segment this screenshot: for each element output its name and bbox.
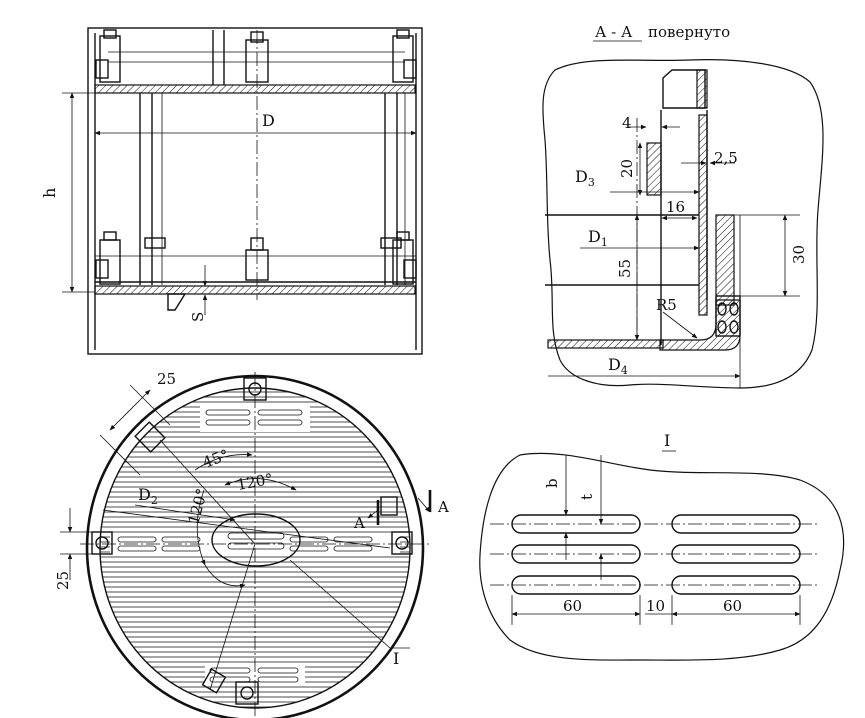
plan-view: 25 25 45° 120° 120° D2 A A I [54,370,449,718]
dim-30: 30 [790,245,808,264]
dim-55: 55 [616,259,634,278]
dim-20: 20 [618,159,636,178]
wall-outer [715,214,735,306]
label-b: b [543,478,561,488]
wall-inner [698,114,708,316]
detail-view: I b t 60 10 60 [479,431,845,661]
top-flange [94,84,416,94]
dim-16: 16 [666,198,685,216]
dim-60-right: 60 [723,597,742,615]
label-D3: D3 [575,167,595,189]
housing-outline [87,27,423,355]
label-D2: D2 [138,485,158,507]
clamp-top-left [99,35,121,83]
radius-R5: R5 [656,296,677,314]
section-title-mark: А - А [595,23,633,41]
dim-4: 4 [622,114,632,132]
clamp-top [243,377,267,401]
detail-boundary [479,452,845,661]
angle-120a: 120° [236,470,275,494]
dim-25-top: 25 [157,370,176,388]
mark-A-right: A [437,498,449,516]
detail-ref-I: I [393,649,399,668]
section-boundary [542,59,824,389]
mark-A-left: A [353,514,365,532]
detail-title: I [664,431,670,450]
detail-I-callout [211,513,301,567]
dim-60-left: 60 [563,597,582,615]
angle-120b: 120° [184,486,211,526]
clamp-left [91,531,113,555]
label-D: D [262,111,275,130]
section-view: А - А повернуто 4 2,5 20 D3 16 [542,23,824,389]
ring-20 [646,142,662,196]
label-S: S [189,312,207,322]
angle-45: 45° [200,446,231,472]
clamp-top-right [392,35,414,83]
clamp-right [391,531,413,555]
label-t: t [578,494,596,500]
clamp-bottom [235,681,259,705]
label-D1: D1 [588,227,608,249]
dim-25-left: 25 [54,571,72,590]
label-D4: D4 [608,355,628,377]
dim-10: 10 [646,597,665,615]
section-title-text: повернуто [648,23,730,41]
dim-2-5: 2,5 [714,149,738,167]
bottom-flange [94,285,416,295]
elevation-view: D h S [40,27,423,355]
label-h: h [40,188,59,198]
